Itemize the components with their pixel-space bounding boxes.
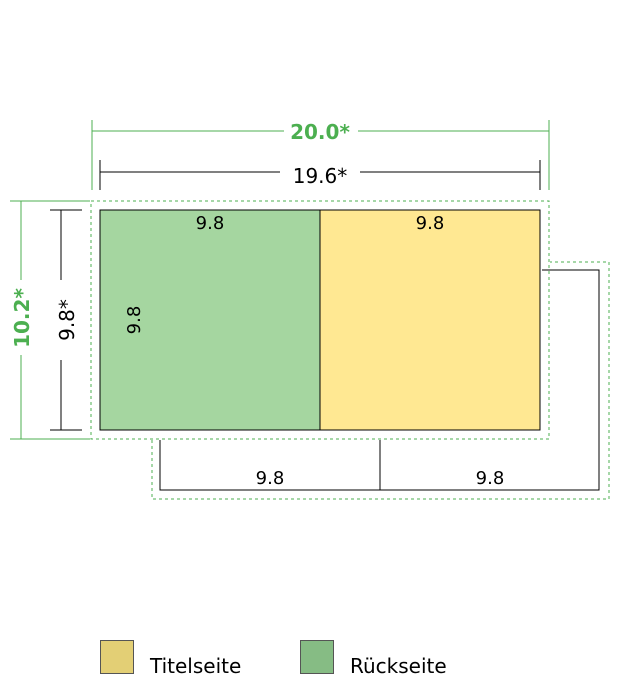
legend-swatch-front (100, 640, 134, 674)
back-panel-side-label: 9.8 (124, 306, 145, 335)
inner-height-label: 9.8* (55, 299, 79, 341)
outer-height-label: 10.2* (10, 288, 34, 348)
legend-label-back: Rückseite (350, 654, 447, 678)
inner-width-label: 19.6* (293, 164, 348, 188)
legend-label-front: Titelseite (150, 654, 242, 678)
legend-swatch-back (300, 640, 334, 674)
back-panel-top-label: 9.8 (196, 213, 225, 234)
front-cover-panel (319, 209, 541, 431)
bleed-outline (90, 200, 550, 440)
back-cover-panel (99, 209, 321, 431)
inner-panel-bleed-outline (151, 261, 610, 500)
outer-width-label: 20.0* (290, 120, 350, 144)
inner-panel-left-label: 9.8 (256, 468, 285, 489)
front-panel-top-label: 9.8 (416, 213, 445, 234)
inner-panel-right-label: 9.8 (476, 468, 505, 489)
inner-panel-outline (159, 269, 600, 491)
